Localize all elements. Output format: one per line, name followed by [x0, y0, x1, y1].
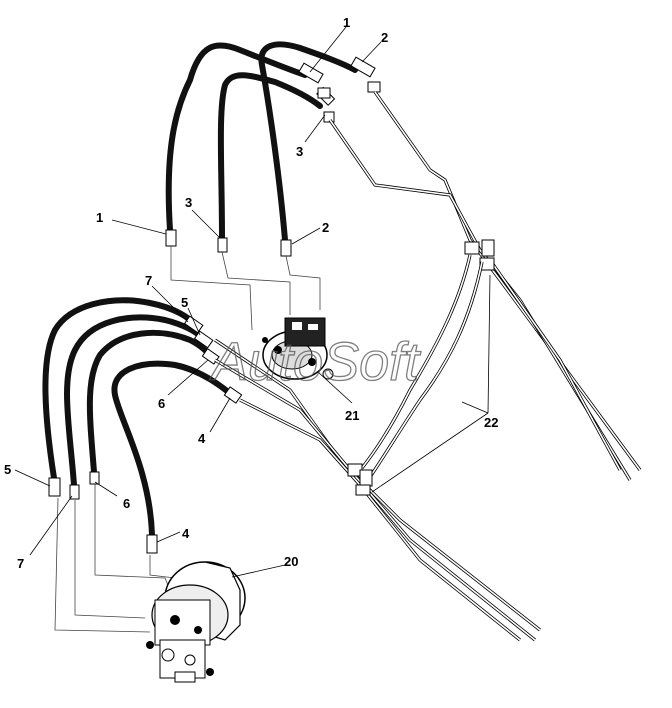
component-21: [262, 317, 334, 380]
watermark-text: AutoSoft: [209, 332, 421, 392]
callout-3-mid: 3: [185, 195, 192, 210]
callout-1-mid: 1: [96, 210, 103, 225]
callout-6-bottom: 6: [123, 496, 130, 511]
lower-tubes: [214, 338, 541, 642]
leader-lines: [14, 26, 491, 578]
callout-4-top: 4: [198, 431, 206, 446]
callout-6-top: 6: [158, 396, 165, 411]
lower-hoses: [42, 297, 243, 554]
callouts: 1 2 3 1 3 2 7 5 6 4 21 22 5 6 7 4 20: [4, 15, 498, 571]
callout-3-top: 3: [296, 144, 303, 159]
connecting-tubes: [360, 254, 484, 481]
callout-4-bottom: 4: [182, 526, 190, 541]
upper-hoses: [165, 41, 381, 257]
callout-21: 21: [345, 408, 359, 423]
callout-1-top: 1: [343, 15, 350, 30]
callout-5-bottom: 5: [4, 462, 11, 477]
component-20: [146, 561, 246, 683]
callout-20: 20: [284, 554, 298, 569]
routing-lines: [54, 246, 321, 633]
callout-2-top: 2: [381, 30, 388, 45]
callout-7-bottom: 7: [17, 556, 24, 571]
callout-2-mid: 2: [322, 220, 329, 235]
callout-7-top: 7: [145, 273, 152, 288]
callout-22: 22: [484, 415, 498, 430]
upper-tubes: [328, 91, 642, 481]
callout-5-top: 5: [181, 295, 188, 310]
